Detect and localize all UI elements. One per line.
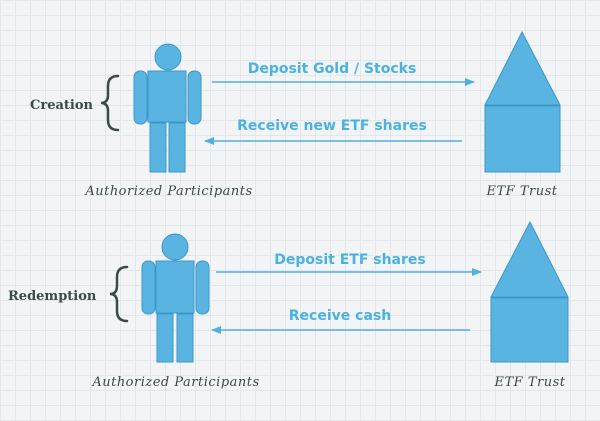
creation-participant-caption: Authorized Participants bbox=[84, 184, 252, 199]
creation-person-left-arm bbox=[133, 70, 148, 125]
redemption-label: Redemption bbox=[8, 289, 97, 304]
creation-brace bbox=[100, 74, 120, 132]
creation-trust-caption: ETF Trust bbox=[486, 184, 558, 199]
redemption-participant-caption: Authorized Participants bbox=[91, 375, 259, 390]
creation-label: Creation bbox=[30, 98, 94, 113]
redemption-section: Redemption Authorized Participants ETF T… bbox=[8, 220, 569, 390]
redemption-participant-figure bbox=[141, 233, 210, 363]
creation-deposit-label: Deposit Gold / Stocks bbox=[248, 61, 417, 77]
redemption-person-right-leg bbox=[176, 313, 194, 363]
redemption-deposit-label: Deposit ETF shares bbox=[274, 252, 425, 268]
redemption-person-torso bbox=[155, 260, 195, 314]
creation-trust-roof bbox=[484, 30, 561, 106]
redemption-trust-figure bbox=[490, 220, 569, 363]
redemption-person-left-arm bbox=[141, 260, 156, 315]
creation-trust-body bbox=[484, 105, 561, 173]
redemption-person-right-arm bbox=[195, 260, 210, 315]
creation-trust-figure bbox=[484, 30, 561, 173]
creation-section: Creation Authorized Participants ETF Tru… bbox=[30, 30, 561, 199]
redemption-person-left-leg bbox=[156, 313, 174, 363]
redemption-receive-label: Receive cash bbox=[289, 308, 391, 324]
creation-participant-figure bbox=[133, 43, 202, 173]
creation-person-torso bbox=[147, 70, 187, 123]
creation-person-right-arm bbox=[187, 70, 202, 125]
redemption-brace bbox=[109, 265, 129, 323]
creation-person-left-leg bbox=[149, 122, 167, 173]
creation-receive-label: Receive new ETF shares bbox=[237, 118, 427, 134]
redemption-trust-roof bbox=[490, 220, 569, 298]
redemption-person-head bbox=[161, 233, 189, 261]
redemption-trust-body bbox=[490, 297, 569, 363]
creation-person-head bbox=[154, 43, 182, 71]
creation-person-right-leg bbox=[168, 122, 186, 173]
redemption-trust-caption: ETF Trust bbox=[494, 375, 566, 390]
